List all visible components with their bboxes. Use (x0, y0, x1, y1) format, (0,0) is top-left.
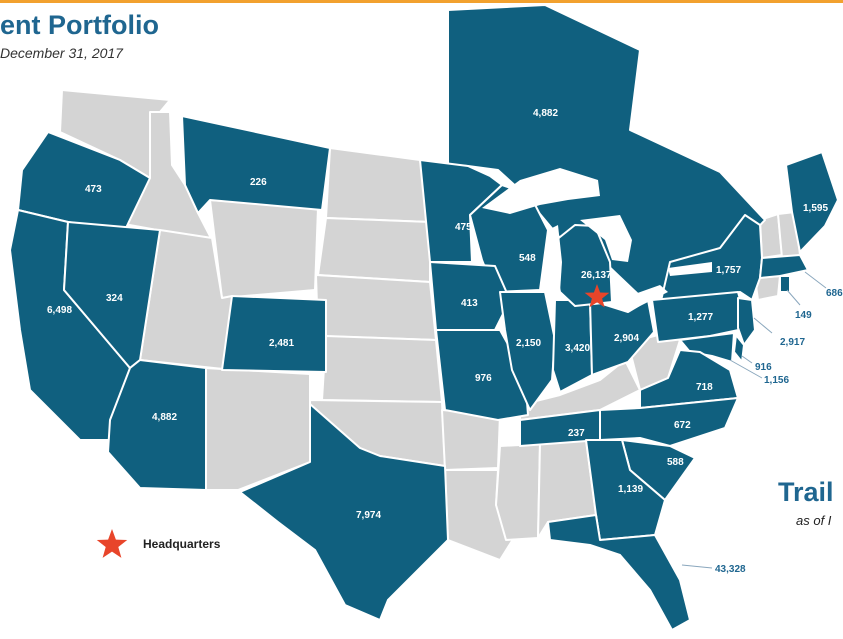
state-west-virginia[interactable] (627, 334, 681, 391)
state-colorado[interactable] (221, 295, 327, 373)
great-lakes (482, 168, 712, 312)
label-rhode-island: 149 (795, 310, 812, 321)
label-wisconsin: 548 (519, 253, 536, 264)
label-illinois: 2,150 (516, 338, 541, 349)
state-montana[interactable] (181, 115, 331, 214)
label-maryland: 1,156 (764, 375, 789, 386)
legend-star-icon (96, 529, 128, 558)
state-missouri[interactable] (435, 329, 529, 421)
page-title: ent Portfolio (0, 10, 159, 40)
label-iowa: 413 (461, 298, 478, 309)
lake-superior (482, 168, 600, 214)
label-pennsylvania: 1,277 (688, 312, 713, 323)
state-wyoming[interactable] (209, 199, 319, 299)
label-north-carolina: 672 (674, 420, 691, 431)
leader-rhode-island (786, 289, 801, 306)
label-ohio: 2,904 (614, 333, 639, 344)
lake-huron (580, 215, 632, 262)
label-massachusetts: 686 (826, 288, 843, 299)
state-massachusetts[interactable] (759, 254, 809, 279)
state-south-dakota[interactable] (317, 217, 431, 283)
lake-erie (618, 285, 668, 312)
state-pennsylvania[interactable] (651, 291, 749, 343)
lake-ontario (668, 262, 712, 276)
label-delaware: 916 (755, 362, 772, 373)
label-maine: 1,595 (803, 203, 828, 214)
label-california: 6,498 (47, 305, 72, 316)
state-texas[interactable] (239, 403, 449, 621)
state-iowa[interactable] (429, 261, 511, 331)
side-heading-title: Trail (778, 477, 834, 507)
label-michigan: 26,137 (581, 270, 612, 281)
leader-delaware (741, 355, 753, 364)
label-virginia: 718 (696, 382, 713, 393)
lake-michigan (545, 225, 562, 300)
page-subtitle: December 31, 2017 (0, 45, 123, 61)
state-kansas[interactable] (321, 335, 443, 403)
leader-massachusetts (804, 271, 827, 289)
state-north-carolina[interactable] (599, 397, 739, 447)
leader-florida (681, 564, 713, 569)
leader-new-jersey (753, 317, 773, 334)
state-illinois[interactable] (499, 291, 556, 411)
label-montana: 226 (250, 177, 267, 188)
label-arizona: 4,882 (152, 412, 177, 423)
legend: Headquarters (96, 529, 221, 558)
label-indiana: 3,420 (565, 343, 590, 354)
label-florida: 43,328 (715, 564, 746, 575)
state-maine[interactable] (785, 151, 839, 253)
label-nevada: 324 (106, 293, 123, 304)
label-colorado: 2,481 (269, 338, 294, 349)
top-accent-rule (0, 0, 843, 3)
leader-maryland (729, 359, 763, 379)
state-delaware[interactable] (733, 334, 745, 363)
label-ontario: 4,882 (533, 108, 558, 119)
label-georgia: 1,139 (618, 484, 643, 495)
state-north-dakota[interactable] (325, 147, 431, 223)
label-missouri: 976 (475, 373, 492, 384)
state-nebraska[interactable] (315, 274, 437, 341)
label-leaders (681, 271, 827, 569)
state-mississippi[interactable] (495, 443, 541, 541)
state-arizona[interactable] (107, 359, 207, 491)
label-new-york: 1,757 (716, 265, 741, 276)
headquarters-star-icon (584, 284, 610, 308)
label-minnesota: 475 (455, 222, 472, 233)
label-south-carolina: 588 (667, 457, 684, 468)
side-heading-subtitle: as of I (796, 513, 832, 528)
legend-headquarters-label: Headquarters (143, 537, 221, 551)
state-rhode-island[interactable] (779, 275, 791, 293)
label-texas: 7,974 (356, 510, 381, 521)
label-new-jersey: 2,917 (780, 337, 805, 348)
state-florida[interactable] (547, 514, 691, 631)
label-oregon: 473 (85, 184, 102, 195)
state-new-jersey[interactable] (737, 297, 756, 346)
label-tennessee: 237 (568, 428, 585, 439)
